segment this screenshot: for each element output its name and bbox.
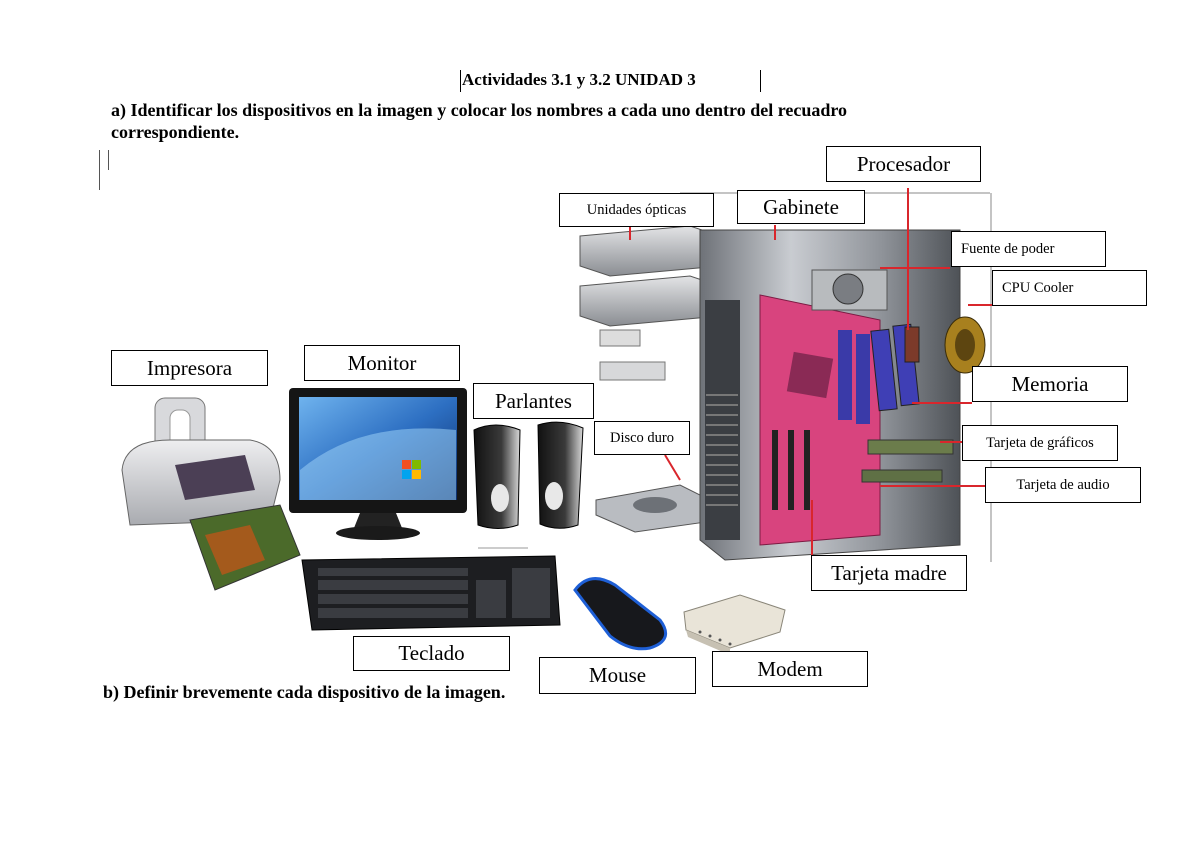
label-impresora: Impresora [111, 350, 268, 386]
printer-image [121, 397, 301, 591]
instruction-a: a) Identificar los dispositivos en la im… [111, 99, 847, 143]
instruction-b: b) Definir brevemente cada dispositivo d… [103, 682, 506, 702]
text-cursor-mark-small [108, 150, 109, 170]
text-cursor-mark [99, 150, 100, 190]
label-gabinete: Gabinete [737, 190, 865, 224]
label-tarjeta-audio: Tarjeta de audio [985, 467, 1141, 503]
label-monitor: Monitor [304, 345, 460, 381]
label-memoria: Memoria [972, 366, 1128, 402]
label-parlantes: Parlantes [473, 383, 594, 419]
label-teclado: Teclado [353, 636, 510, 671]
instruction-a-line2: correspondiente. [111, 122, 240, 142]
case-tower-image [699, 229, 961, 561]
label-modem: Modem [712, 651, 868, 687]
modem-image [683, 594, 786, 655]
label-fuente-de-poder: Fuente de poder [951, 231, 1106, 267]
label-unidades-opticas: Unidades ópticas [559, 193, 714, 227]
memory-modules-image [870, 323, 920, 412]
mouse-image [573, 577, 668, 651]
keyboard-image [301, 555, 561, 631]
label-cpu-cooler: CPU Cooler [992, 270, 1147, 306]
label-procesador: Procesador [826, 146, 981, 182]
page-title: Actividades 3.1 y 3.2 UNIDAD 3 [462, 70, 696, 89]
label-mouse: Mouse [539, 657, 696, 694]
speakers-image [473, 421, 584, 549]
leader-lines [629, 188, 995, 555]
title-bracket-left [460, 70, 461, 92]
optical-drives-image [579, 225, 721, 381]
monitor-image [289, 388, 467, 540]
cpu-cooler-image [944, 316, 986, 374]
label-tarjeta-madre: Tarjeta madre [811, 555, 967, 591]
instruction-a-line1: a) Identificar los dispositivos en la im… [111, 100, 848, 120]
label-tarjeta-graficos: Tarjeta de gráficos [962, 425, 1118, 461]
title-bracket-right [760, 70, 761, 92]
label-disco-duro: Disco duro [594, 421, 690, 455]
